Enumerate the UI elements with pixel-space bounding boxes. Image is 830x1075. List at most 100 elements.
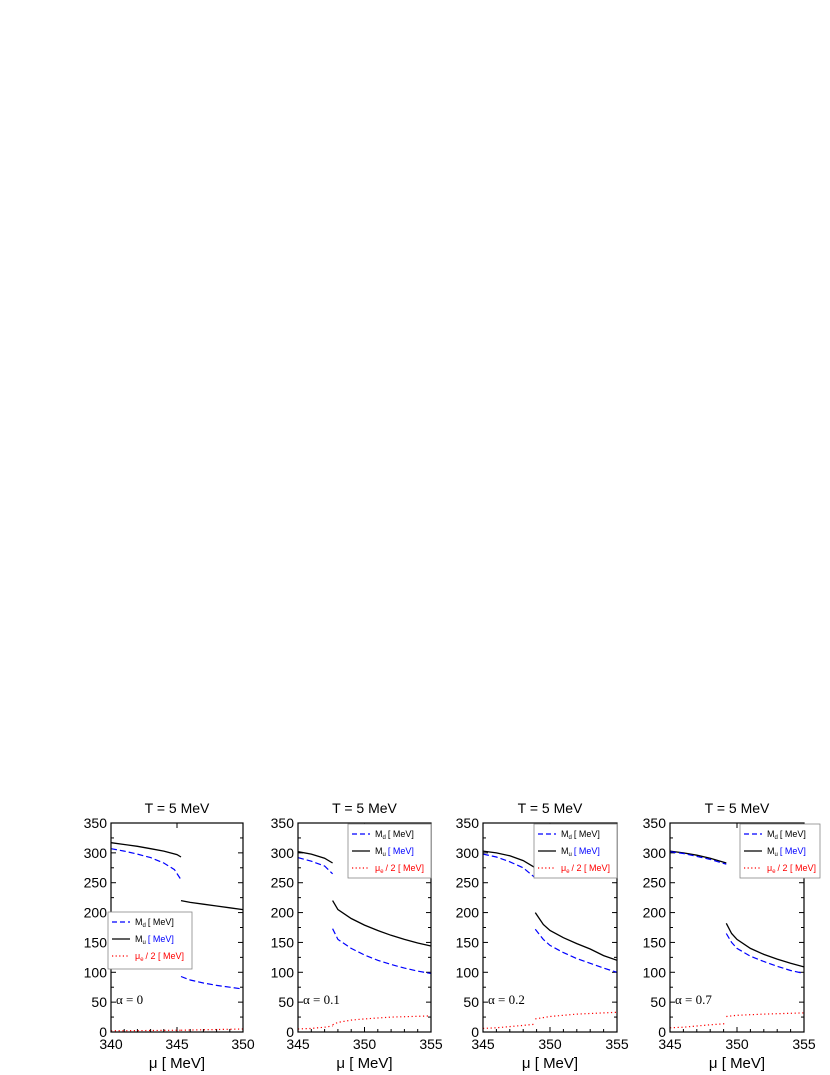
legend-main: M	[767, 829, 775, 839]
legend-label: Md[ MeV]	[375, 829, 414, 841]
series-solid-line	[180, 899, 243, 911]
series-solid-line	[298, 851, 333, 864]
legend-main: M	[767, 846, 775, 856]
legend-unit: [ MeV]	[148, 917, 174, 927]
chart-title: T = 5 MeV	[145, 800, 210, 816]
y-tick-label: 350	[84, 815, 108, 831]
y-tick-label: 100	[456, 964, 480, 980]
legend-label: Md[ MeV]	[767, 829, 806, 841]
series-dotted-line	[535, 1011, 617, 1020]
y-tick-label: 300	[643, 845, 667, 861]
x-tick-label: 350	[725, 1036, 749, 1052]
series-solid-line	[534, 912, 617, 961]
legend-sub: e	[380, 869, 384, 875]
series-dotted-line	[332, 1015, 431, 1026]
legend-main: μ	[767, 863, 772, 873]
y-tick-label: 100	[271, 964, 295, 980]
legend-label: Mu[ MeV]	[767, 846, 806, 858]
series-group	[298, 851, 431, 1030]
chart-title: T = 5 MeV	[518, 800, 583, 816]
series-group	[670, 850, 804, 1029]
legend-label: μe/ 2 [ MeV]	[767, 863, 816, 875]
series-group	[483, 850, 617, 1029]
y-tick-label: 150	[643, 934, 667, 950]
y-tick-label: 100	[643, 964, 667, 980]
chart-title: T = 5 MeV	[705, 800, 770, 816]
x-axis-label: μ [ MeV]	[149, 1055, 205, 1072]
y-tick-label: 350	[271, 815, 295, 831]
x-tick-label: 345	[658, 1036, 682, 1052]
chart-title: T = 5 MeV	[332, 800, 397, 816]
y-tick-label: 0	[471, 1024, 479, 1040]
series-dashed-line	[111, 848, 182, 881]
legend-sub: e	[772, 869, 776, 875]
x-tick-label: 350	[353, 1036, 377, 1052]
legend-unit: / 2 [ MeV]	[386, 863, 425, 873]
y-tick-label: 150	[271, 934, 295, 950]
x-tick-label: 350	[231, 1036, 255, 1052]
legend-label: Mu[ MeV]	[375, 846, 414, 858]
alpha-annotation: α = 0	[116, 992, 143, 1007]
x-tick-label: 345	[471, 1036, 495, 1052]
y-tick-label: 50	[278, 994, 294, 1010]
legend-sub: d	[143, 923, 146, 929]
series-dashed-line	[534, 928, 617, 973]
y-tick-label: 250	[84, 875, 108, 891]
series-dashed-line	[332, 928, 431, 975]
legend: Md[ MeV]Mu[ MeV]μe/ 2 [ MeV]	[739, 823, 821, 879]
legend-main: M	[375, 829, 383, 839]
y-tick-label: 200	[271, 905, 295, 921]
legend-main: M	[135, 917, 143, 927]
legend: Md[ MeV]Mu[ MeV]μe/ 2 [ MeV]	[533, 823, 618, 879]
alpha-annotation: α = 0.2	[488, 992, 525, 1007]
y-tick-label: 50	[463, 994, 479, 1010]
legend-sub: e	[566, 869, 570, 875]
x-axis-label: μ [ MeV]	[522, 1055, 578, 1072]
legend-sub: u	[775, 852, 778, 858]
series-dotted-line	[111, 1029, 182, 1032]
series-dashed-line	[298, 857, 334, 875]
plot-frame	[669, 822, 805, 1033]
y-tick-label: 200	[456, 905, 480, 921]
series-dotted-line	[483, 1023, 536, 1029]
y-tick-label: 0	[658, 1024, 666, 1040]
y-tick-label: 200	[643, 905, 667, 921]
series-dotted-line	[726, 1012, 804, 1018]
y-tick-label: 350	[456, 815, 480, 831]
x-tick-label: 345	[286, 1036, 310, 1052]
y-tick-label: 150	[456, 934, 480, 950]
series-group	[111, 842, 243, 1032]
legend-sub: u	[143, 940, 146, 946]
legend-main: μ	[561, 863, 566, 873]
y-tick-label: 50	[650, 994, 666, 1010]
legend-main: μ	[135, 951, 140, 961]
x-tick-label: 355	[419, 1036, 443, 1052]
series-dashed-line	[725, 933, 804, 975]
x-axis-label: μ [ MeV]	[336, 1055, 392, 1072]
y-tick-label: 0	[286, 1024, 294, 1040]
series-solid-line	[111, 842, 182, 858]
legend-sub: d	[569, 835, 572, 841]
legend-main: M	[561, 829, 569, 839]
series-solid-line	[670, 850, 727, 864]
x-tick-label: 340	[99, 1036, 123, 1052]
legend-label: μe/ 2 [ MeV]	[375, 863, 424, 875]
legend-unit: / 2 [ MeV]	[146, 951, 185, 961]
y-tick-label: 250	[456, 875, 480, 891]
y-tick-label: 300	[456, 845, 480, 861]
legend-sub: u	[569, 852, 572, 858]
plot-frame	[482, 822, 618, 1033]
y-tick-label: 250	[643, 875, 667, 891]
y-tick-label: 250	[271, 875, 295, 891]
legend-label: Mu[ MeV]	[135, 934, 174, 946]
series-solid-line	[332, 900, 431, 947]
legend-unit: [ MeV]	[780, 829, 806, 839]
legend-label: Mu[ MeV]	[561, 846, 600, 858]
legend-main: M	[135, 934, 143, 944]
legend-label: Md[ MeV]	[135, 917, 174, 929]
